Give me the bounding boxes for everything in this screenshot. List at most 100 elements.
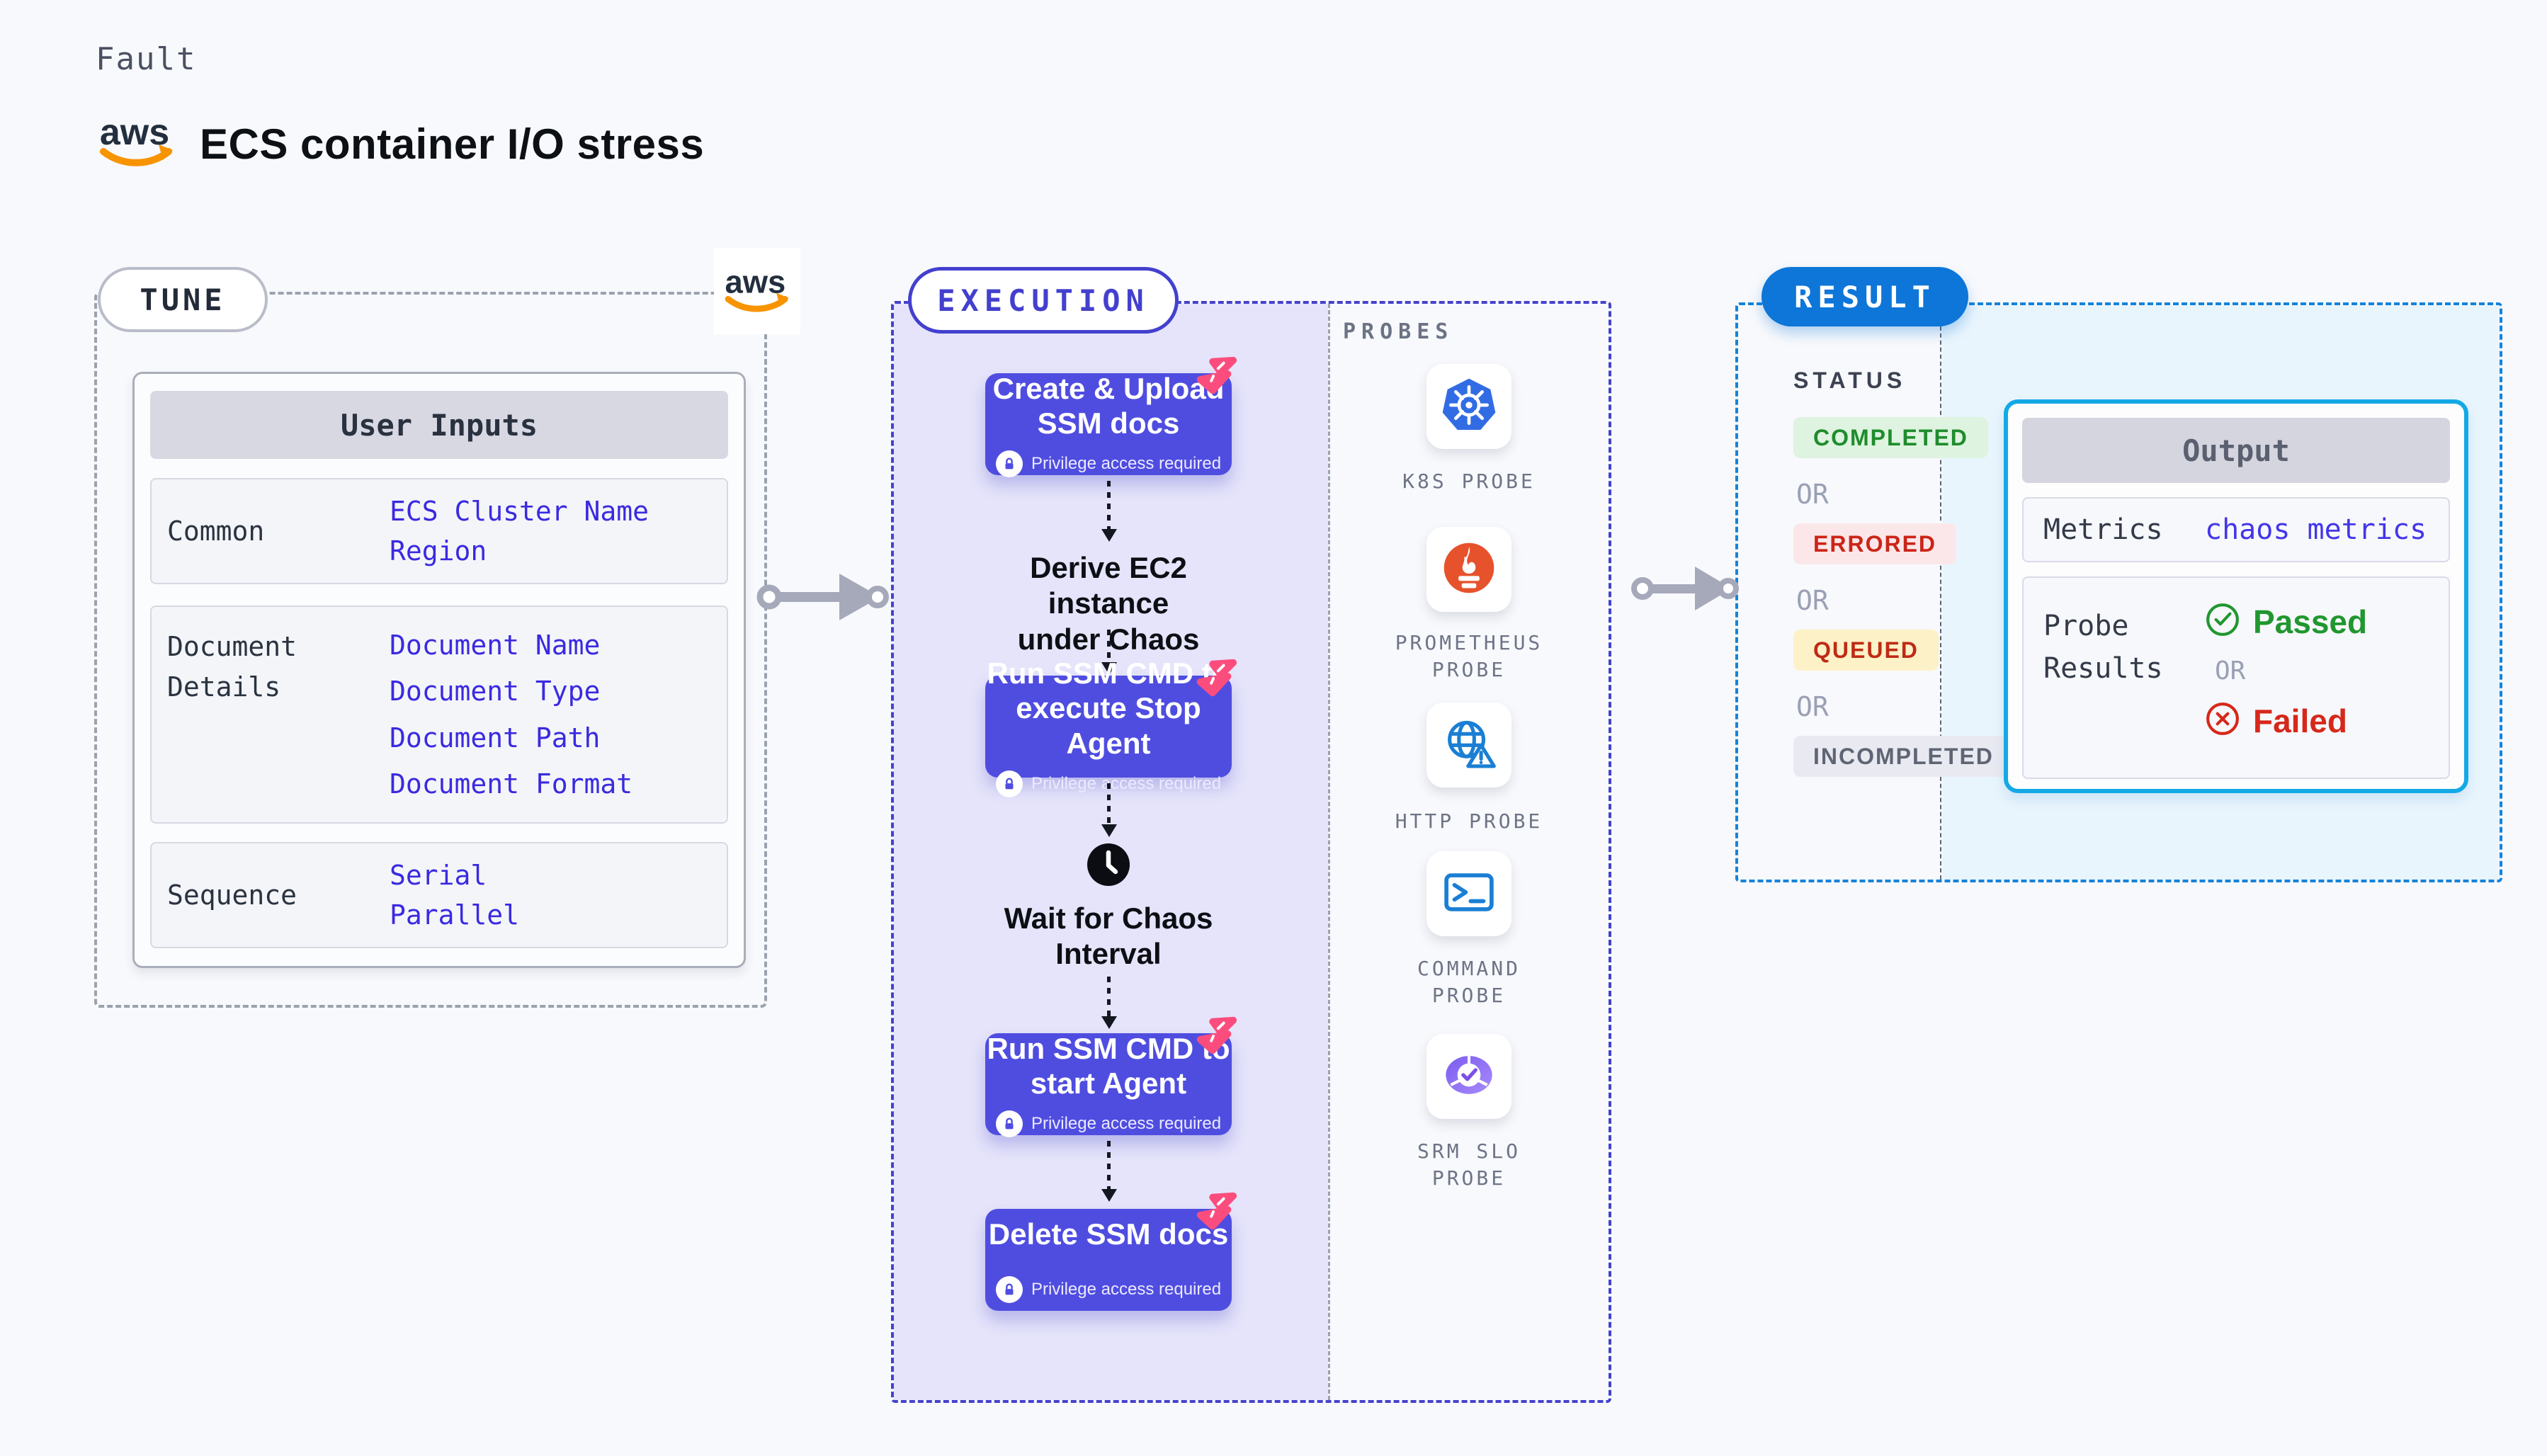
- user-inputs-card: User Inputs Common ECS Cluster Name Regi…: [132, 372, 746, 968]
- flow-arrowhead: [1101, 1189, 1117, 1202]
- failed-label: Failed: [2253, 702, 2347, 739]
- input-value: Document Type: [390, 676, 601, 707]
- probes-heading: PROBES: [1343, 319, 1454, 344]
- privilege-note: Privilege access required: [1031, 1279, 1222, 1299]
- status-badge-incompleted: INCOMPLETED: [1793, 736, 2014, 777]
- input-value: Parallel: [390, 899, 520, 931]
- metrics-row: Metrics chaos metrics: [2022, 497, 2450, 562]
- fault-label: Fault: [96, 41, 197, 77]
- flow-connector: [1107, 481, 1111, 530]
- input-group-common: Common ECS Cluster Name Region: [150, 478, 728, 584]
- input-group-sequence: Sequence Serial Parallel: [150, 842, 728, 948]
- chaos-experiment-icon: [1189, 353, 1242, 402]
- status-badge-completed: COMPLETED: [1793, 417, 1988, 458]
- or-label: OR: [1796, 479, 1829, 510]
- probe-label: PROMETHEUS PROBE: [1395, 631, 1543, 681]
- input-value: Serial: [390, 859, 487, 891]
- chaos-experiment-icon: [1189, 1189, 1242, 1238]
- probe-label: HTTP PROBE: [1395, 809, 1543, 833]
- svg-text:aws: aws: [100, 113, 169, 153]
- prometheus-icon: [1440, 539, 1498, 601]
- chaos-experiment-icon: [1189, 656, 1242, 705]
- aws-logo-icon: aws: [92, 112, 181, 175]
- step-derive-ec2-instance: Derive EC2 instance under Chaos: [1017, 551, 1200, 656]
- tune-to-execution-arrow: [756, 574, 889, 620]
- aws-logo-icon-small: aws: [714, 248, 800, 334]
- or-label: OR: [2215, 656, 2246, 686]
- title-row: aws ECS container I/O stress: [92, 112, 705, 175]
- step-run-ssm-cmd-start-agent: Run SSM CMD to start Agent Privilege acc…: [985, 1016, 1237, 1138]
- srm-slo-icon: [1439, 1045, 1499, 1108]
- flow-connector: [1107, 977, 1111, 1018]
- execution-probes-divider: [1328, 304, 1330, 1400]
- svg-text:aws: aws: [725, 266, 785, 300]
- step-create-upload-ssm-docs: Create & Upload SSM docs Privilege acces…: [985, 356, 1237, 478]
- input-value: Document Format: [390, 768, 633, 800]
- input-group-document-details: Document Details Document Name Document …: [150, 605, 728, 824]
- flow-arrowhead: [1101, 824, 1117, 837]
- step-title-line: Delete SSM docs: [988, 1217, 1229, 1251]
- clock-icon: [1086, 842, 1131, 891]
- probe-results-row: Probe Results Passed OR: [2022, 576, 2450, 779]
- command-probe-card: [1426, 851, 1511, 936]
- status-badge-errored: ERRORED: [1793, 523, 1957, 564]
- execution-pill: EXECUTION: [908, 267, 1179, 334]
- lock-icon: [995, 770, 1023, 797]
- privilege-note: Privilege access required: [1031, 773, 1222, 793]
- input-value: Region: [390, 535, 487, 567]
- status-heading: STATUS: [1793, 368, 1907, 393]
- passed-label: Passed: [2253, 603, 2368, 640]
- input-value: Document Name: [390, 629, 601, 661]
- command-terminal-icon: [1440, 863, 1498, 925]
- flow-connector: [1107, 630, 1111, 664]
- flow-connector: [1107, 783, 1111, 826]
- result-section: STATUS COMPLETED OR ERRORED OR QUEUED OR…: [1735, 302, 2502, 882]
- tune-section: [94, 292, 767, 1008]
- step-title-line: Create & Upload: [992, 371, 1225, 405]
- step-delete-ssm-docs: Delete SSM docs Privilege access require…: [985, 1192, 1237, 1311]
- check-circle-icon: [2205, 602, 2240, 641]
- probe-label: K8S PROBE: [1402, 470, 1536, 493]
- step-title-line: SSM docs: [1037, 406, 1180, 440]
- flow-arrowhead: [1101, 662, 1117, 675]
- probe-label: COMMAND PROBE: [1417, 957, 1521, 1007]
- status-badge-queued: QUEUED: [1793, 630, 1939, 671]
- or-label: OR: [1796, 585, 1829, 616]
- group-label: Common: [167, 515, 265, 547]
- or-label: OR: [1796, 691, 1829, 722]
- step-title-line: execute Stop Agent: [1016, 691, 1201, 760]
- x-circle-icon: [2205, 701, 2240, 740]
- input-value: Document Path: [390, 722, 601, 753]
- page-title: ECS container I/O stress: [200, 120, 705, 168]
- chaos-experiment-icon: [1189, 1013, 1242, 1062]
- lock-icon: [995, 450, 1023, 478]
- flow-connector: [1107, 1141, 1111, 1190]
- group-label: Document Details: [167, 631, 297, 703]
- result-divider: [1940, 305, 1941, 880]
- step-run-ssm-cmd-stop-agent: Run SSM CMD to execute Stop Agent Privil…: [985, 656, 1237, 797]
- privilege-note: Privilege access required: [1031, 1114, 1222, 1134]
- user-inputs-header: User Inputs: [150, 391, 728, 459]
- input-value: ECS Cluster Name: [390, 495, 649, 527]
- step-wait-for-chaos-interval: Wait for Chaos Interval: [1004, 902, 1213, 971]
- result-pill: RESULT: [1762, 267, 1968, 326]
- step-title-line: Run SSM CMD to: [987, 656, 1230, 690]
- k8s-probe-card: [1426, 364, 1511, 449]
- probe-results-label: Probe Results: [2043, 610, 2163, 685]
- http-probe-card: [1426, 703, 1511, 787]
- tune-pill: TUNE: [98, 267, 268, 332]
- privilege-note: Privilege access required: [1031, 454, 1222, 474]
- passed-row: Passed: [2205, 602, 2367, 641]
- flow-arrowhead: [1101, 529, 1117, 542]
- execution-section: PROBES Create & Upload SSM docs: [891, 301, 1611, 1403]
- probe-label: SRM SLO PROBE: [1417, 1139, 1521, 1190]
- http-globe-icon: [1440, 715, 1498, 776]
- output-card: Output Metrics chaos metrics Probe Resul…: [2004, 399, 2468, 793]
- step-title-line: start Agent: [1030, 1067, 1187, 1100]
- metrics-label: Metrics: [2043, 513, 2163, 546]
- prometheus-probe-card: [1426, 527, 1511, 612]
- execution-to-result-arrow: [1631, 567, 1739, 610]
- failed-row: Failed: [2205, 701, 2367, 740]
- output-header: Output: [2022, 418, 2450, 483]
- lock-icon: [995, 1110, 1023, 1138]
